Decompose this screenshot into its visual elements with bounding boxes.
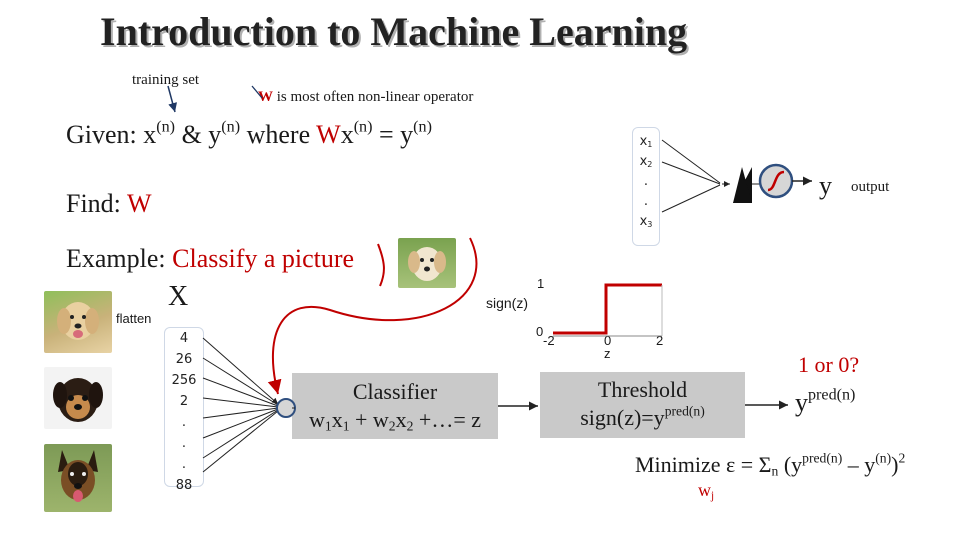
operator-note: W is most often non-linear operator <box>258 89 473 106</box>
sign-function-label: sign(z) <box>486 295 529 311</box>
threshold-formula: sign(z)=ypred(n) <box>580 403 705 430</box>
minimize-equation: Minimize ε = Σn (ypred(n) – y(n))2 <box>635 450 906 479</box>
dog-picture-shepherd <box>44 444 112 512</box>
threshold-box: Threshold sign(z)=ypred(n) <box>540 372 745 438</box>
network-input: . <box>643 174 649 189</box>
vector-entry: 26 <box>175 352 193 367</box>
sign-x-zero-label: 0 <box>604 333 612 348</box>
slide-title: Introduction to Machine Learning <box>100 9 688 54</box>
network-input: x3 <box>639 214 653 229</box>
vector-entry: 4 <box>179 331 189 346</box>
training-set-arrow <box>167 85 178 113</box>
sign-x-name-label: z <box>604 346 611 361</box>
network-input: x1 <box>639 134 653 149</box>
network-input-vector: x1 x2 . . x3 <box>632 127 660 246</box>
vector-to-node-arrows <box>202 337 279 473</box>
vector-entry: 256 <box>171 373 197 388</box>
sigmoid-icon <box>767 170 785 192</box>
vector-entry: . <box>181 457 187 472</box>
operator-note-pointer <box>251 85 263 99</box>
vector-entry: . <box>181 436 187 451</box>
vector-entry: 2 <box>179 394 189 409</box>
operator-note-w: W <box>258 89 273 105</box>
wj-label: wj <box>698 480 715 502</box>
network-input-lines <box>661 139 721 213</box>
threshold-title: Threshold <box>597 377 688 402</box>
given-equation: Given: x(n) & y(n) where Wx(n) = y(n) <box>66 118 432 149</box>
vector-entry: . <box>181 415 187 430</box>
dog-picture-golden <box>44 291 112 353</box>
find-statement: Find: W <box>66 189 152 218</box>
dog-picture-example <box>398 238 456 288</box>
sign-y-zero-label: 0 <box>536 324 544 339</box>
network-input: . <box>643 194 649 209</box>
example-statement: Example: Classify a picture <box>66 244 355 273</box>
classifier-title: Classifier <box>352 379 438 404</box>
answer-question: 1 or 0? <box>798 352 860 377</box>
predicted-label: ypred(n) <box>795 386 856 417</box>
sign-y-top-label: 1 <box>537 276 545 291</box>
curved-red-arrow <box>267 237 478 395</box>
flatten-label: flatten <box>116 311 152 326</box>
picture-bracket <box>377 243 385 287</box>
vector-entry: 88 <box>175 478 193 493</box>
classifier-formula: w1x1 + w2x2 +…= z <box>308 407 482 434</box>
sign-function-plot <box>553 283 663 337</box>
y-label: y <box>819 171 832 200</box>
sign-x-pos-label: 2 <box>656 333 664 348</box>
classifier-box: Classifier w1x1 + w2x2 +…= z <box>292 373 498 439</box>
sign-x-neg-label: -2 <box>543 333 555 348</box>
training-set-label: training set <box>132 72 200 88</box>
dog-picture-puppy <box>44 367 112 429</box>
output-label: output <box>851 179 890 195</box>
operator-note-text: is most often non-linear operator <box>273 89 474 105</box>
network-input: x2 <box>639 154 653 169</box>
x-label: X <box>168 281 189 312</box>
input-vector: 4 26 256 2 . . . 88 <box>164 327 204 493</box>
